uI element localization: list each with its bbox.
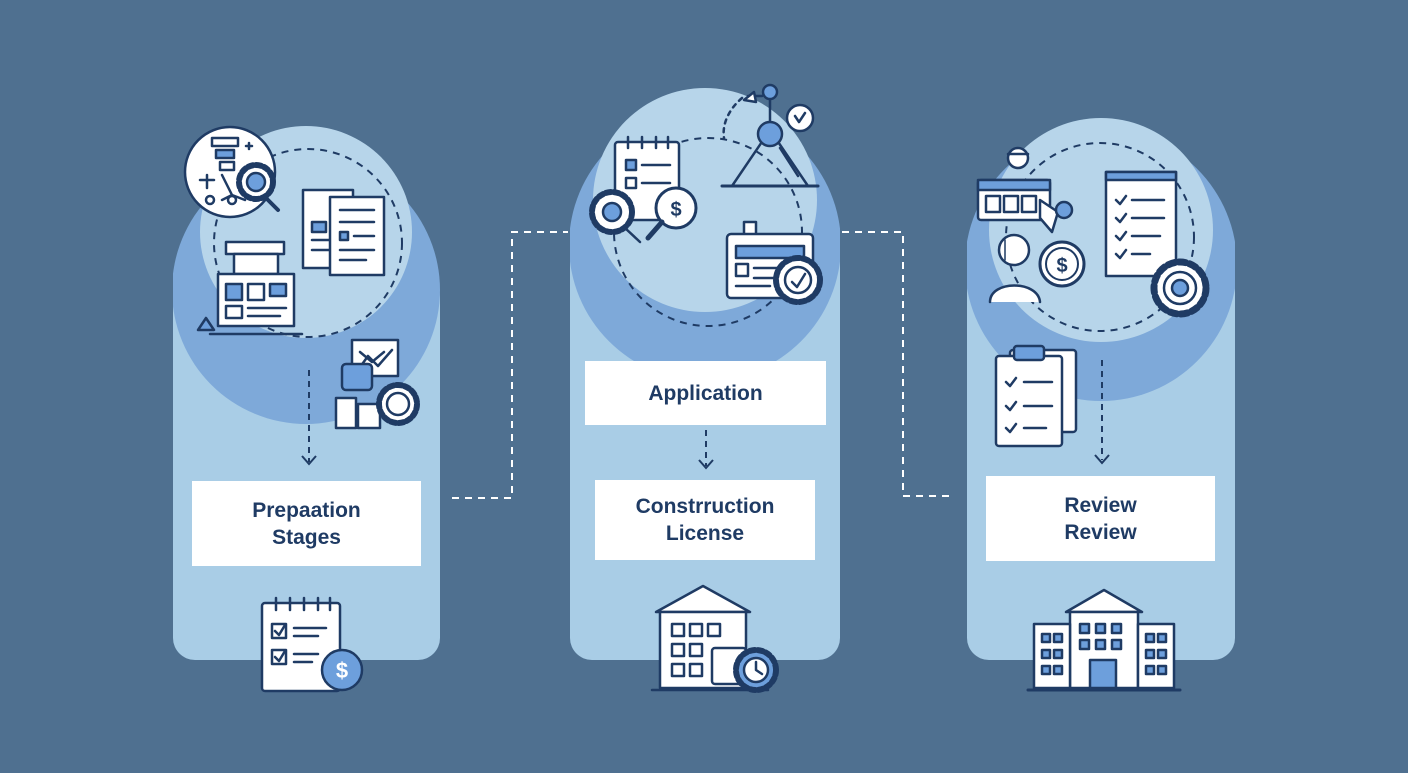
connector-2-to-3: [842, 231, 955, 497]
building-clock-icon: [650, 584, 779, 693]
stage-label-line: License: [665, 522, 745, 545]
checklist-gear-icon: [1104, 170, 1210, 318]
connectors: [452, 231, 955, 499]
government-building-icon: [1026, 588, 1182, 692]
panel-2-icons: $: [589, 83, 823, 693]
stage-label-review: Review Review: [986, 476, 1215, 561]
stage-label-preparation: Prepaation Stages: [192, 481, 421, 566]
documents-icon: [301, 188, 386, 277]
crane-icon: [720, 83, 820, 188]
panel-1-icons: $: [183, 125, 420, 693]
panel-2-dashed-ring: [613, 137, 803, 327]
building-plan-icon: [196, 240, 304, 336]
permit-card-gear-icon: [725, 220, 823, 305]
panel-1-dashed-ring: [213, 148, 403, 338]
stage-label-line: Review: [1064, 493, 1137, 517]
stage-label-construction-license: Constrruction License: [595, 480, 815, 560]
checklist-dollar-icon: $: [260, 596, 364, 693]
stage-label-line: Review: [1064, 520, 1137, 544]
stage-label-line: Stages: [272, 525, 341, 549]
stage-label-line: Prepaation: [252, 498, 361, 522]
plan-card-icon: [976, 146, 1052, 222]
stage-label-application: Application: [585, 361, 826, 425]
down-arrows: [301, 360, 1110, 470]
svg-text:$: $: [1056, 255, 1067, 277]
arrow-2-head: [698, 459, 714, 470]
connector-1-to-2: [452, 231, 568, 499]
inspector-dollar-icon: $: [988, 198, 1086, 304]
flowchart-gear-icon: [183, 125, 280, 219]
panel-3-dashed-ring: [1005, 142, 1195, 332]
site-plan-gear-icon: [334, 338, 420, 430]
stage-label-line: Application: [648, 381, 763, 405]
clipboard-checklist-icon: [994, 344, 1078, 448]
checklist-magnifier-dollar-icon: $: [589, 135, 698, 244]
arrow-1-head: [301, 455, 317, 466]
stage-label-line: Constrruction: [635, 495, 775, 518]
panel-3-icons: $: [976, 146, 1210, 692]
svg-text:$: $: [336, 658, 348, 683]
svg-text:$: $: [670, 199, 681, 221]
arrow-3-head: [1094, 454, 1110, 465]
